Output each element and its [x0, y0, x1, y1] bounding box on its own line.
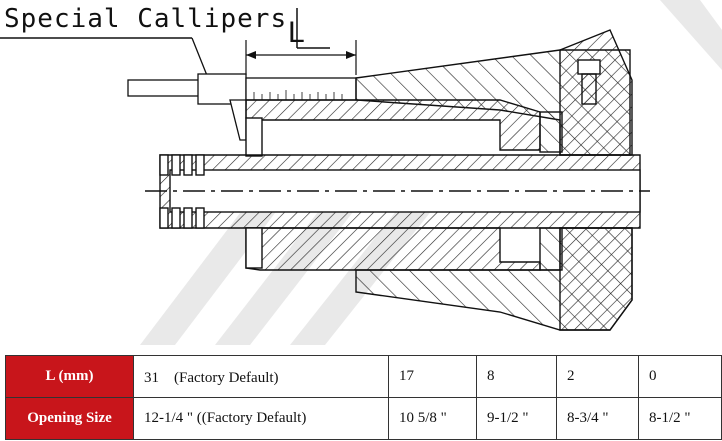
table-cell: 9-1/2 "	[476, 397, 557, 440]
table-cell: 10 5/8 "	[388, 397, 477, 440]
housing-upper	[355, 29, 633, 156]
table-cell: 12-1/4 " ((Factory Default)	[133, 397, 389, 440]
caliper-tool	[127, 73, 357, 141]
table-cell: 8	[476, 355, 557, 398]
housing-lower	[355, 227, 633, 331]
table-cell: 17	[388, 355, 477, 398]
table-cell: 2	[556, 355, 639, 398]
table-row: Opening Size 12-1/4 " ((Factory Default)…	[5, 397, 722, 440]
table-cell: 8-3/4 "	[556, 397, 639, 440]
sleeve-upper	[245, 99, 563, 157]
row-header-l-mm: L (mm)	[5, 355, 134, 398]
dimension-label-l: L	[288, 16, 305, 49]
caption-leader	[191, 37, 209, 79]
sleeve-lower	[245, 227, 563, 271]
table-cell: 0	[638, 355, 722, 398]
caption-special-callipers: Special Callipers	[4, 4, 287, 34]
table-cell: 31 (Factory Default)	[133, 355, 389, 398]
spec-table: L (mm) 31 (Factory Default) 17 8 2 0 Ope…	[5, 355, 722, 440]
row-header-opening-size: Opening Size	[5, 397, 134, 440]
caliper-cross-section-diagram: Special Callipers L	[0, 0, 722, 345]
center-shaft	[159, 154, 641, 229]
table-row: L (mm) 31 (Factory Default) 17 8 2 0	[5, 355, 722, 398]
dimension-l	[245, 8, 357, 75]
table-cell: 8-1/2 "	[638, 397, 722, 440]
